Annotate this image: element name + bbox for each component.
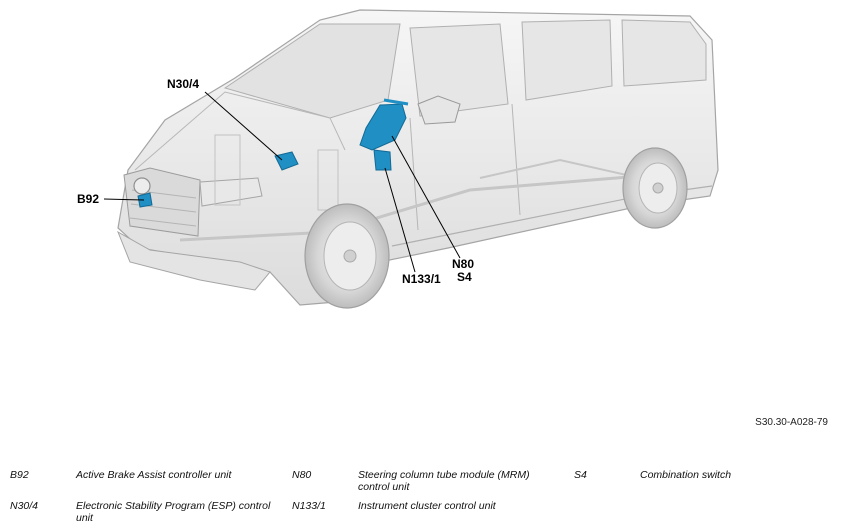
legend-desc-n133-1: Instrument cluster control unit bbox=[358, 500, 496, 512]
callout-s4: S4 bbox=[457, 270, 472, 284]
callout-b92: B92 bbox=[77, 192, 100, 206]
legend-code-n80: N80 bbox=[292, 469, 312, 481]
component-b92 bbox=[137, 192, 153, 208]
legend-desc-s4: Combination switch bbox=[640, 469, 732, 481]
component-n30-4 bbox=[274, 151, 299, 171]
van-illustration bbox=[103, 9, 719, 309]
callout-n80: N80 bbox=[452, 257, 475, 271]
legend-desc-b92: Active Brake Assist controller unit bbox=[76, 469, 232, 481]
front-wheel bbox=[304, 203, 390, 309]
callout-n30-4: N30/4 bbox=[167, 77, 200, 91]
rear-wheel bbox=[622, 147, 688, 229]
legend-code-s4: S4 bbox=[574, 469, 587, 481]
vehicle-diagram: N30/4 B92 N80 S4 N133/1 bbox=[77, 9, 719, 309]
van-body bbox=[117, 9, 719, 306]
legend-code-n133-1: N133/1 bbox=[292, 500, 326, 512]
legend-code-n30-4: N30/4 bbox=[10, 500, 39, 512]
leader-n80-s4 bbox=[391, 135, 461, 259]
leader-lines bbox=[103, 91, 461, 273]
legend-desc-n80: Steering column tube module (MRM) contro… bbox=[358, 469, 530, 493]
callout-n133-1: N133/1 bbox=[402, 272, 441, 286]
component-steering-column bbox=[359, 98, 409, 151]
leader-n30-4 bbox=[204, 91, 283, 161]
document-id: S30.30-A028-79 bbox=[755, 417, 828, 428]
legend-code-b92: B92 bbox=[10, 469, 29, 481]
component-n133-1 bbox=[373, 149, 392, 171]
leader-b92 bbox=[103, 198, 145, 201]
leader-n133-1 bbox=[384, 167, 416, 273]
legend-desc-n30-4: Electronic Stability Program (ESP) contr… bbox=[76, 500, 271, 524]
